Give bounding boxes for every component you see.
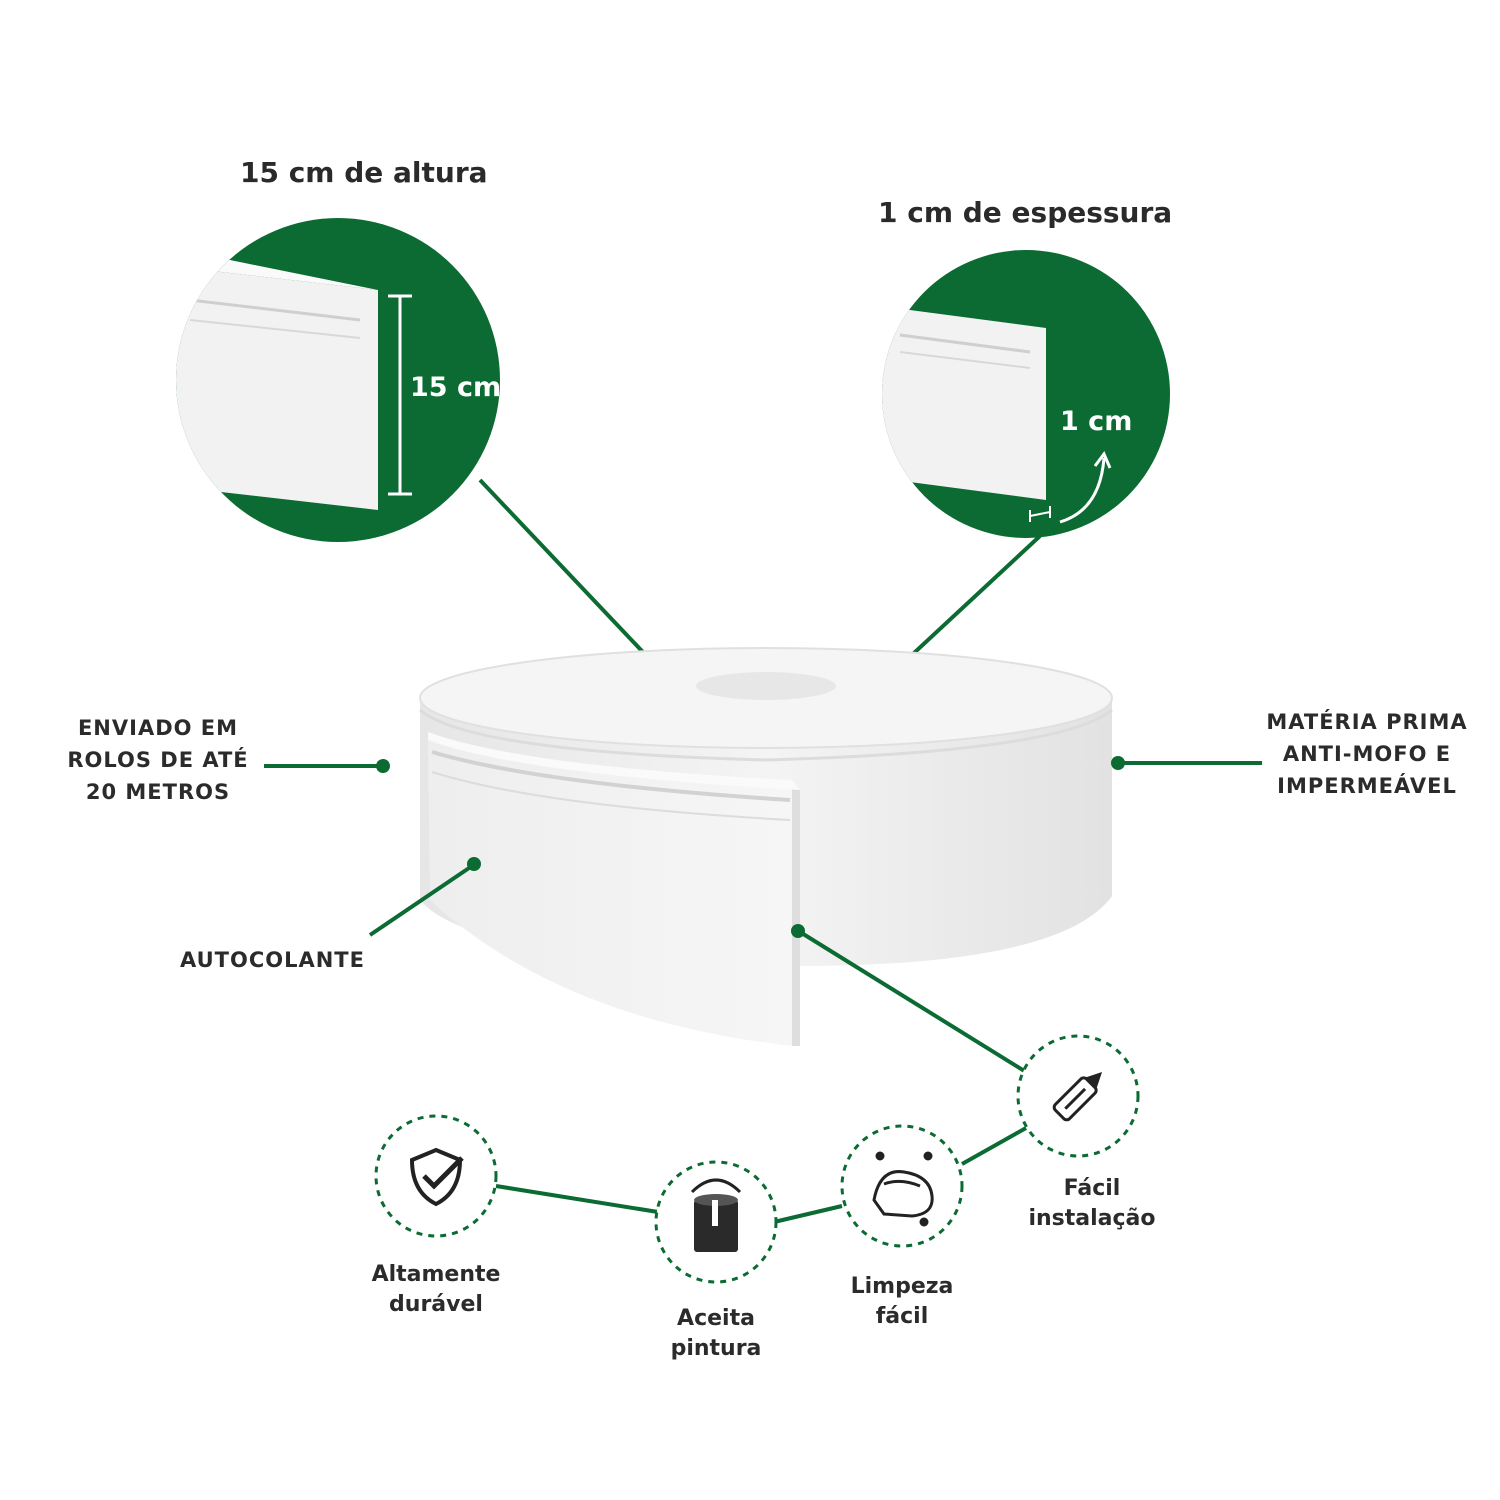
thickness-inset [882, 250, 1170, 538]
material-callout-pointer [1111, 756, 1262, 770]
adhesive-callout-pointer [368, 857, 481, 937]
feature-easy-clean [840, 1124, 964, 1248]
adhesive-callout: AUTOCOLANTE [180, 948, 365, 972]
washing-hands-icon [872, 1151, 934, 1227]
height-inset [176, 218, 500, 542]
rolls-callout-pointer [264, 759, 390, 773]
baseboard-roll [419, 647, 1113, 1046]
height-inset-connector [478, 478, 660, 670]
thickness-title: 1 cm de espessura [878, 196, 1173, 229]
installation-callout-pointer [791, 924, 1028, 1074]
feature-paintable [654, 1160, 778, 1284]
feature-easy-install [1016, 1034, 1140, 1158]
rolls-callout: ENVIADO EM ROLOS DE ATÉ 20 METROS [67, 716, 249, 804]
paint-bucket-icon [690, 1178, 742, 1252]
feature-connectors [495, 1126, 1027, 1224]
thickness-inset-label: 1 cm [1060, 406, 1133, 437]
thickness-dimension-marker [1029, 451, 1112, 524]
utility-knife-icon [1052, 1071, 1103, 1122]
feature-easy-install-label: Fácil instalação [1028, 1176, 1156, 1231]
feature-durable [374, 1114, 498, 1238]
feature-easy-clean-label: Limpeza fácil [850, 1274, 954, 1329]
feature-paintable-label: Aceita pintura [670, 1306, 762, 1361]
material-callout: MATÉRIA PRIMA ANTI-MOFO E IMPERMEÁVEL [1266, 710, 1468, 798]
height-inset-label: 15 cm [410, 372, 502, 403]
shield-check-icon [409, 1147, 464, 1207]
height-dimension-marker [388, 294, 412, 496]
thickness-inset-connector [898, 534, 1042, 668]
feature-durable-label: Altamente durável [371, 1262, 501, 1317]
height-title: 15 cm de altura [240, 156, 488, 189]
